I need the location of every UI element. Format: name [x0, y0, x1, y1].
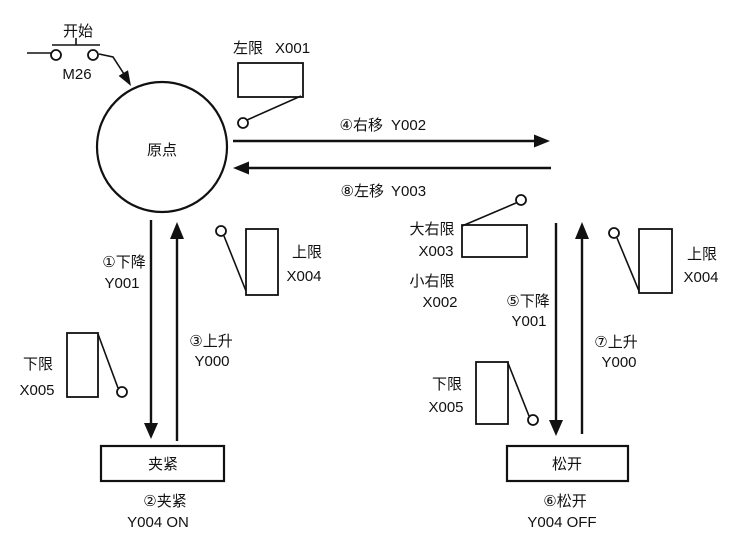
start-label: 开始	[63, 23, 93, 40]
limit-big-right-code: X003	[418, 243, 453, 260]
clamp-step-code: Y004 ON	[127, 514, 189, 531]
contact-circle-icon	[50, 49, 62, 61]
roller-icon	[515, 194, 527, 206]
move-right-arrow	[233, 134, 550, 148]
limit-upper-right-code: X004	[683, 269, 718, 286]
roller-icon	[116, 386, 128, 398]
clamp-station-box	[99, 444, 226, 483]
limit-small-right-code: X002	[422, 294, 457, 311]
origin-circle	[95, 80, 229, 214]
ascend-right-code: Y000	[601, 354, 636, 371]
descend-arrow-right	[549, 223, 563, 436]
limit-switch-big-right	[461, 194, 528, 258]
roller-icon	[237, 117, 249, 129]
origin-label: 原点	[147, 142, 177, 159]
move-left-arrow	[233, 161, 551, 175]
limit-switch-left	[237, 62, 304, 129]
descend-right-label: ⑤下降	[506, 293, 549, 310]
ascend-right-label: ⑦上升	[594, 334, 637, 351]
move-left-label: ⑧左移	[341, 183, 384, 200]
start-arrow	[98, 53, 131, 86]
ascend-arrow-left	[170, 222, 184, 441]
roller-icon	[527, 414, 539, 426]
limit-lower-left-label: 下限	[23, 356, 53, 373]
limit-small-right-label: 小右限	[409, 273, 454, 290]
limit-lower-right-code: X005	[428, 399, 463, 416]
roller-icon	[215, 225, 227, 237]
limit-upper-right-label: 上限	[687, 246, 717, 263]
ascend-arrow-right	[575, 222, 589, 434]
release-step-label: ⑥松开	[543, 493, 586, 510]
release-station-box	[505, 444, 630, 483]
release-step-code: Y004 OFF	[527, 514, 596, 531]
roller-icon	[608, 227, 620, 239]
limit-upper-left-code: X004	[286, 268, 321, 285]
move-right-code: Y002	[391, 117, 426, 134]
descend-left-label: ①下降	[102, 254, 145, 271]
descend-left-code: Y001	[104, 275, 139, 292]
clamp-step-label: ②夹紧	[143, 493, 186, 510]
limit-lower-left-code: X005	[19, 382, 54, 399]
ascend-left-label: ③上升	[189, 333, 232, 350]
limit-switch-upper-left	[215, 225, 279, 296]
start-code: M26	[62, 66, 91, 83]
limit-lower-right-label: 下限	[432, 376, 462, 393]
limit-left-label: 左限	[233, 40, 263, 57]
contact-circle-icon	[87, 49, 99, 61]
ascend-left-code: Y000	[194, 353, 229, 370]
descend-arrow-left	[144, 220, 158, 439]
limit-upper-left-label: 上限	[292, 244, 322, 261]
limit-switch-lower-right	[475, 361, 539, 426]
limit-switch-upper-right	[608, 227, 673, 294]
clamp-station-label: 夹紧	[148, 456, 178, 473]
limit-switch-lower-left	[66, 332, 128, 398]
move-left-code: Y003	[391, 183, 426, 200]
start-pushbutton-symbol	[27, 38, 100, 61]
descend-right-code: Y001	[511, 313, 546, 330]
limit-left-code: X001	[275, 40, 310, 57]
move-right-label: ④右移	[340, 117, 383, 134]
release-station-label: 松开	[552, 456, 582, 473]
limit-big-right-label: 大右限	[409, 221, 454, 238]
